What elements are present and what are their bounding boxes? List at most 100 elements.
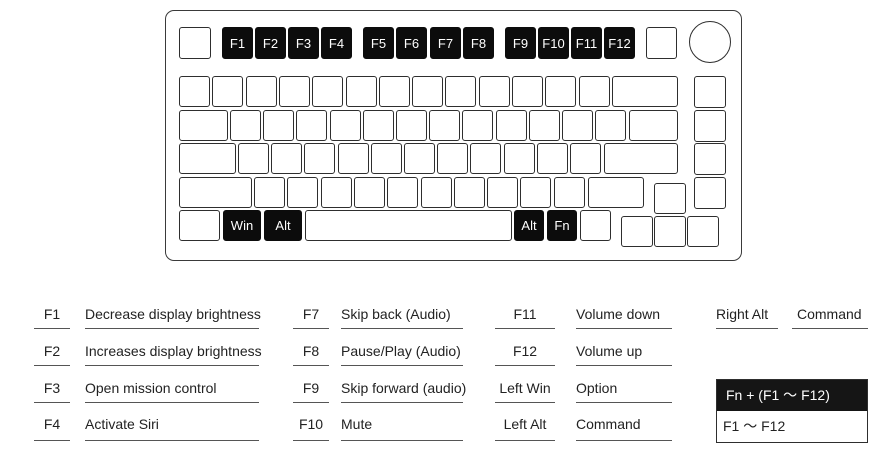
divider [85,440,259,441]
divider [576,402,672,403]
key [396,110,427,141]
divider [576,328,672,329]
key [404,143,435,174]
key [179,143,236,174]
legend-desc: Increases display brightness [85,343,262,359]
key [578,76,610,107]
key-win: Win [223,210,261,241]
fn-layer-header: Fn + (F1 ～ F12) [717,380,867,411]
key [694,76,726,108]
key-f8: F8 [463,27,494,59]
key [694,110,726,142]
divider [792,328,868,329]
key [271,143,303,174]
key [687,216,719,247]
legend-desc: Command [576,416,641,432]
legend-key: F11 [513,306,537,322]
legend-desc: Volume up [576,343,643,359]
key [312,76,344,107]
key [179,76,210,107]
key [179,210,220,241]
divider [293,328,329,329]
key [296,110,328,141]
key [212,76,244,107]
key [287,177,319,208]
legend-key: F8 [302,343,320,359]
key [553,177,585,208]
key-f3: F3 [288,27,319,59]
legend-desc: Volume down [576,306,661,322]
divider [716,328,778,329]
key-alt-left: Alt [264,210,302,241]
key [238,143,269,174]
key [453,177,485,208]
key-f9: F9 [505,27,536,59]
key [278,76,310,107]
legend-desc: Skip forward (audio) [341,380,467,396]
key [420,177,452,208]
key [179,27,211,59]
key [378,76,410,107]
key [545,76,577,107]
key [305,210,512,241]
divider [341,440,463,441]
key [570,143,601,174]
divider [495,402,555,403]
divider [85,402,259,403]
key [320,177,352,208]
legend-desc: Mute [341,416,373,432]
legend-desc: Decrease display brightness [85,306,261,322]
key [612,76,678,107]
divider [495,440,555,441]
divider [85,365,259,366]
legend-key: F4 [43,416,61,432]
key [230,110,261,141]
fn-layer-box: Fn + (F1 ～ F12) F1 ～ F12 [716,379,868,443]
key [387,177,419,208]
key [646,27,677,59]
divider [495,328,555,329]
divider [293,402,329,403]
legend-key: F3 [43,380,61,396]
key-f2: F2 [255,27,286,59]
divider [341,328,463,329]
key [621,216,653,247]
key-f11: F11 [571,27,602,59]
key [437,143,469,174]
key-f7: F7 [430,27,461,59]
key [445,76,477,107]
key [353,177,385,208]
divider [576,365,672,366]
legend-key: F12 [512,343,538,359]
key [520,177,552,208]
key [629,110,678,141]
key [462,110,494,141]
key [429,110,461,141]
key [495,110,527,141]
key [370,143,402,174]
legend-key: Left Alt [503,416,547,432]
legend-key: F2 [43,343,61,359]
key [329,110,361,141]
divider [34,440,70,441]
key [654,183,686,214]
key [478,76,510,107]
key [245,76,277,107]
key-f5: F5 [363,27,394,59]
key-fn: Fn [547,210,577,241]
key [595,110,627,141]
divider [576,440,672,441]
key [337,143,369,174]
legend-key: F9 [302,380,320,396]
legend-key: Right Alt [716,306,769,322]
divider [293,440,329,441]
divider [34,365,70,366]
divider [85,328,259,329]
key [536,143,568,174]
legend-key: F1 [43,306,61,322]
key [345,76,377,107]
rotary-knob [689,21,731,63]
key-f6: F6 [396,27,427,59]
keyboard-diagram [165,10,742,261]
key [604,143,678,174]
